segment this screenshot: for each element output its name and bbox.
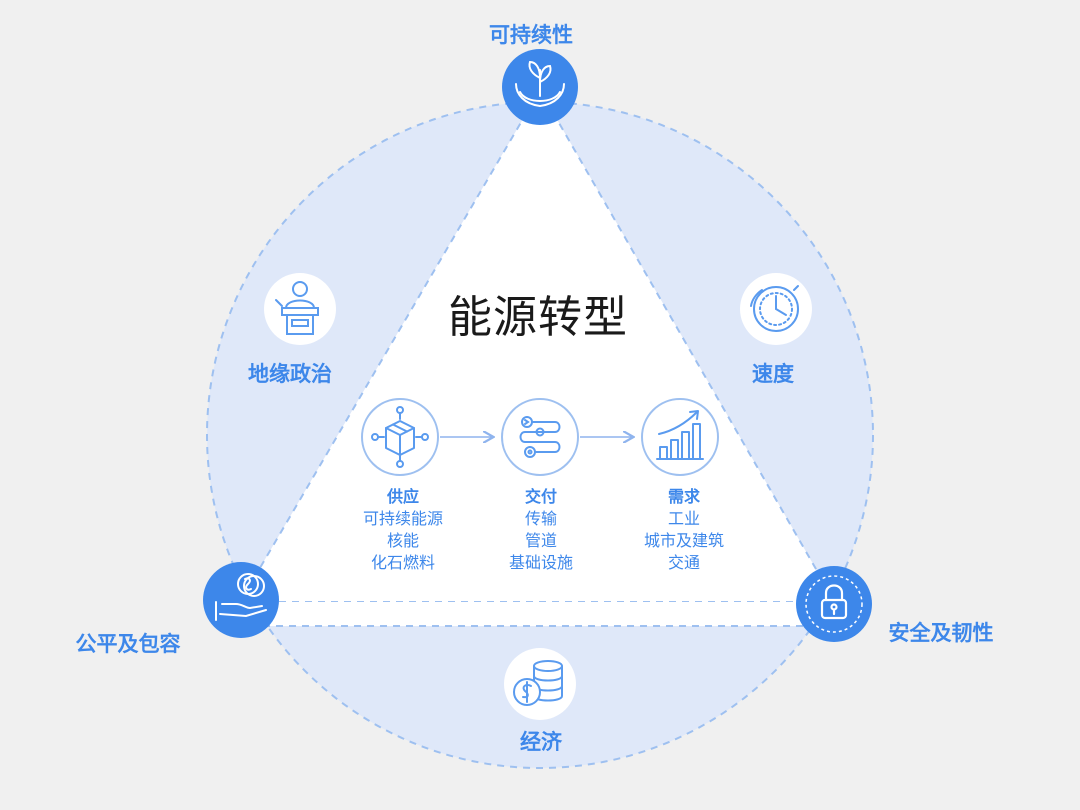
coin-stack-icon [504, 648, 576, 720]
label-economy: 经济 [520, 730, 562, 754]
stage-item: 交通 [667, 553, 701, 572]
stage-item: 城市及建筑 [643, 531, 725, 550]
label-geopolitics: 地缘政治 [248, 362, 332, 386]
podium-speaker-icon [264, 273, 336, 345]
bar-growth-icon [641, 398, 719, 476]
stage-item: 可持续能源 [362, 509, 444, 528]
stage-supply: 供应 可持续能源 核能 化石燃料 [363, 486, 443, 574]
padlock-icon [796, 566, 872, 642]
triangle-edge-left [239, 89, 541, 603]
stage-title: 供应 [386, 487, 420, 506]
center-title: 能源转型 [448, 292, 628, 343]
stage-demand: 需求 工业 城市及建筑 交通 [644, 486, 724, 574]
stage-item: 基础设施 [508, 553, 574, 572]
stage-item: 传输 [524, 509, 558, 528]
stage-item: 核能 [386, 531, 420, 550]
stage-delivery: 交付 传输 管道 基础设施 [509, 486, 573, 574]
stage-title: 需求 [667, 487, 701, 506]
label-security: 安全及韧性 [888, 621, 994, 645]
package-network-icon [361, 398, 439, 476]
label-equity: 公平及包容 [75, 632, 181, 656]
hands-plant-icon [502, 49, 578, 125]
stage-item: 工业 [667, 509, 701, 528]
stage-title: 交付 [524, 487, 558, 506]
triangle-base-fill [240, 602, 835, 626]
label-sustainability: 可持续性 [489, 23, 573, 47]
label-speed: 速度 [752, 362, 794, 386]
stage-item: 化石燃料 [370, 553, 436, 572]
stage-item: 管道 [524, 531, 558, 550]
hand-coin-icon [203, 562, 279, 638]
stopwatch-icon [740, 273, 812, 345]
flow-pipeline-icon [501, 398, 579, 476]
